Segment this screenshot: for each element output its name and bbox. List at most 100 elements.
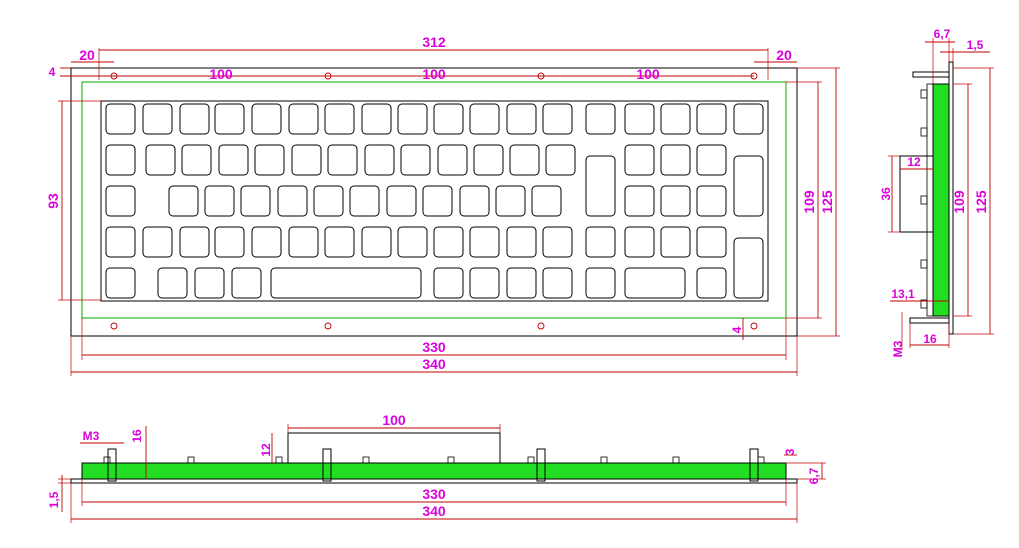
key	[214, 226, 245, 258]
key	[145, 144, 176, 176]
side-bolt	[920, 299, 928, 309]
bottom-bolt	[187, 456, 195, 464]
key	[142, 226, 173, 258]
key	[105, 144, 136, 176]
dim-label-340: 340	[422, 356, 446, 372]
side-view: 6,7 1,5 12 36 109 125 13,1 M3 16	[879, 27, 994, 357]
dim-label-100-c: 100	[636, 66, 660, 82]
key	[349, 185, 380, 217]
dim-label-4-top: 4	[49, 65, 56, 79]
dim-label-312: 312	[422, 34, 446, 50]
key	[168, 185, 199, 217]
key	[506, 267, 537, 299]
dim-label-20-right: 20	[776, 47, 792, 63]
key	[660, 185, 691, 217]
key	[585, 226, 616, 258]
key	[422, 185, 453, 217]
key	[324, 103, 355, 135]
dim-label-bottom-12: 12	[259, 443, 273, 457]
key	[288, 226, 319, 258]
dim-label-side-m3: M3	[891, 340, 905, 357]
key	[214, 103, 245, 135]
mounting-hole	[110, 322, 118, 330]
key-tall	[733, 155, 764, 217]
side-bolt	[920, 127, 928, 137]
key	[218, 144, 249, 176]
key	[254, 144, 285, 176]
key	[459, 185, 490, 217]
key	[324, 226, 355, 258]
dim-label-125: 125	[819, 190, 835, 214]
dim-label-93: 93	[45, 193, 61, 209]
key	[288, 103, 319, 135]
dim-label-side-36: 36	[879, 187, 893, 201]
dim-label-109: 109	[801, 190, 817, 214]
dim-label-side-109: 109	[951, 190, 967, 214]
bottom-view: 100 M3 16 12 3 6,7 1,5 330 340	[47, 412, 826, 523]
key	[624, 185, 655, 217]
dim-label-side-13-1: 13,1	[891, 287, 915, 301]
key	[361, 103, 392, 135]
dim-label-side-1-5: 1,5	[967, 38, 984, 52]
key	[495, 185, 526, 217]
key	[105, 103, 136, 135]
key	[696, 185, 727, 217]
key	[660, 144, 691, 176]
dim-label-bottom-1-5: 1,5	[47, 491, 61, 508]
key	[542, 267, 573, 299]
key	[313, 185, 344, 217]
key	[696, 144, 727, 176]
key	[585, 267, 616, 299]
dim-label-side-12: 12	[907, 155, 921, 169]
key	[105, 226, 136, 258]
dim-label-330: 330	[422, 339, 446, 355]
side-bolt	[920, 195, 928, 205]
side-connector	[899, 155, 934, 233]
key	[194, 267, 225, 299]
key	[181, 144, 212, 176]
side-pcb	[932, 83, 950, 317]
key-tall	[733, 237, 764, 299]
key	[179, 103, 210, 135]
bottom-connector	[287, 432, 501, 464]
key	[696, 267, 727, 299]
key	[696, 103, 727, 135]
side-bottom-stud	[909, 317, 950, 324]
side-bolt	[920, 89, 928, 99]
key	[531, 185, 562, 217]
bottom-stud	[322, 448, 332, 482]
key	[469, 226, 500, 258]
key-wide	[624, 267, 686, 299]
front-view: 312 20 20 4 100 100 100 93 109 125 4	[45, 34, 840, 376]
key	[231, 267, 262, 299]
mounting-hole	[537, 322, 545, 330]
bottom-front-plate	[70, 478, 798, 484]
bottom-bolt	[362, 456, 370, 464]
bottom-stud	[749, 448, 759, 482]
dim-label-100-a: 100	[209, 66, 233, 82]
front-pcb-outline	[81, 81, 787, 319]
key	[473, 144, 504, 176]
key	[240, 185, 271, 217]
key	[585, 103, 616, 135]
key-tall	[585, 155, 616, 217]
front-panel-outline	[70, 67, 798, 337]
dim-label-4-bottom: 4	[730, 326, 744, 333]
key	[179, 226, 210, 258]
bottom-bolt	[447, 456, 455, 464]
key	[509, 144, 540, 176]
key	[361, 226, 392, 258]
dim-label-bottom-100: 100	[382, 412, 406, 428]
dim-label-20-left: 20	[79, 47, 95, 63]
dim-label-side-16: 16	[923, 332, 937, 346]
key	[660, 103, 691, 135]
side-top-bracket	[912, 71, 950, 78]
key	[364, 144, 395, 176]
key	[105, 185, 136, 217]
dim-label-bottom-340: 340	[422, 503, 446, 519]
mounting-hole	[324, 322, 332, 330]
bottom-bolt	[600, 456, 608, 464]
dim-label-side-125: 125	[973, 190, 989, 214]
bottom-bolt	[757, 456, 765, 464]
